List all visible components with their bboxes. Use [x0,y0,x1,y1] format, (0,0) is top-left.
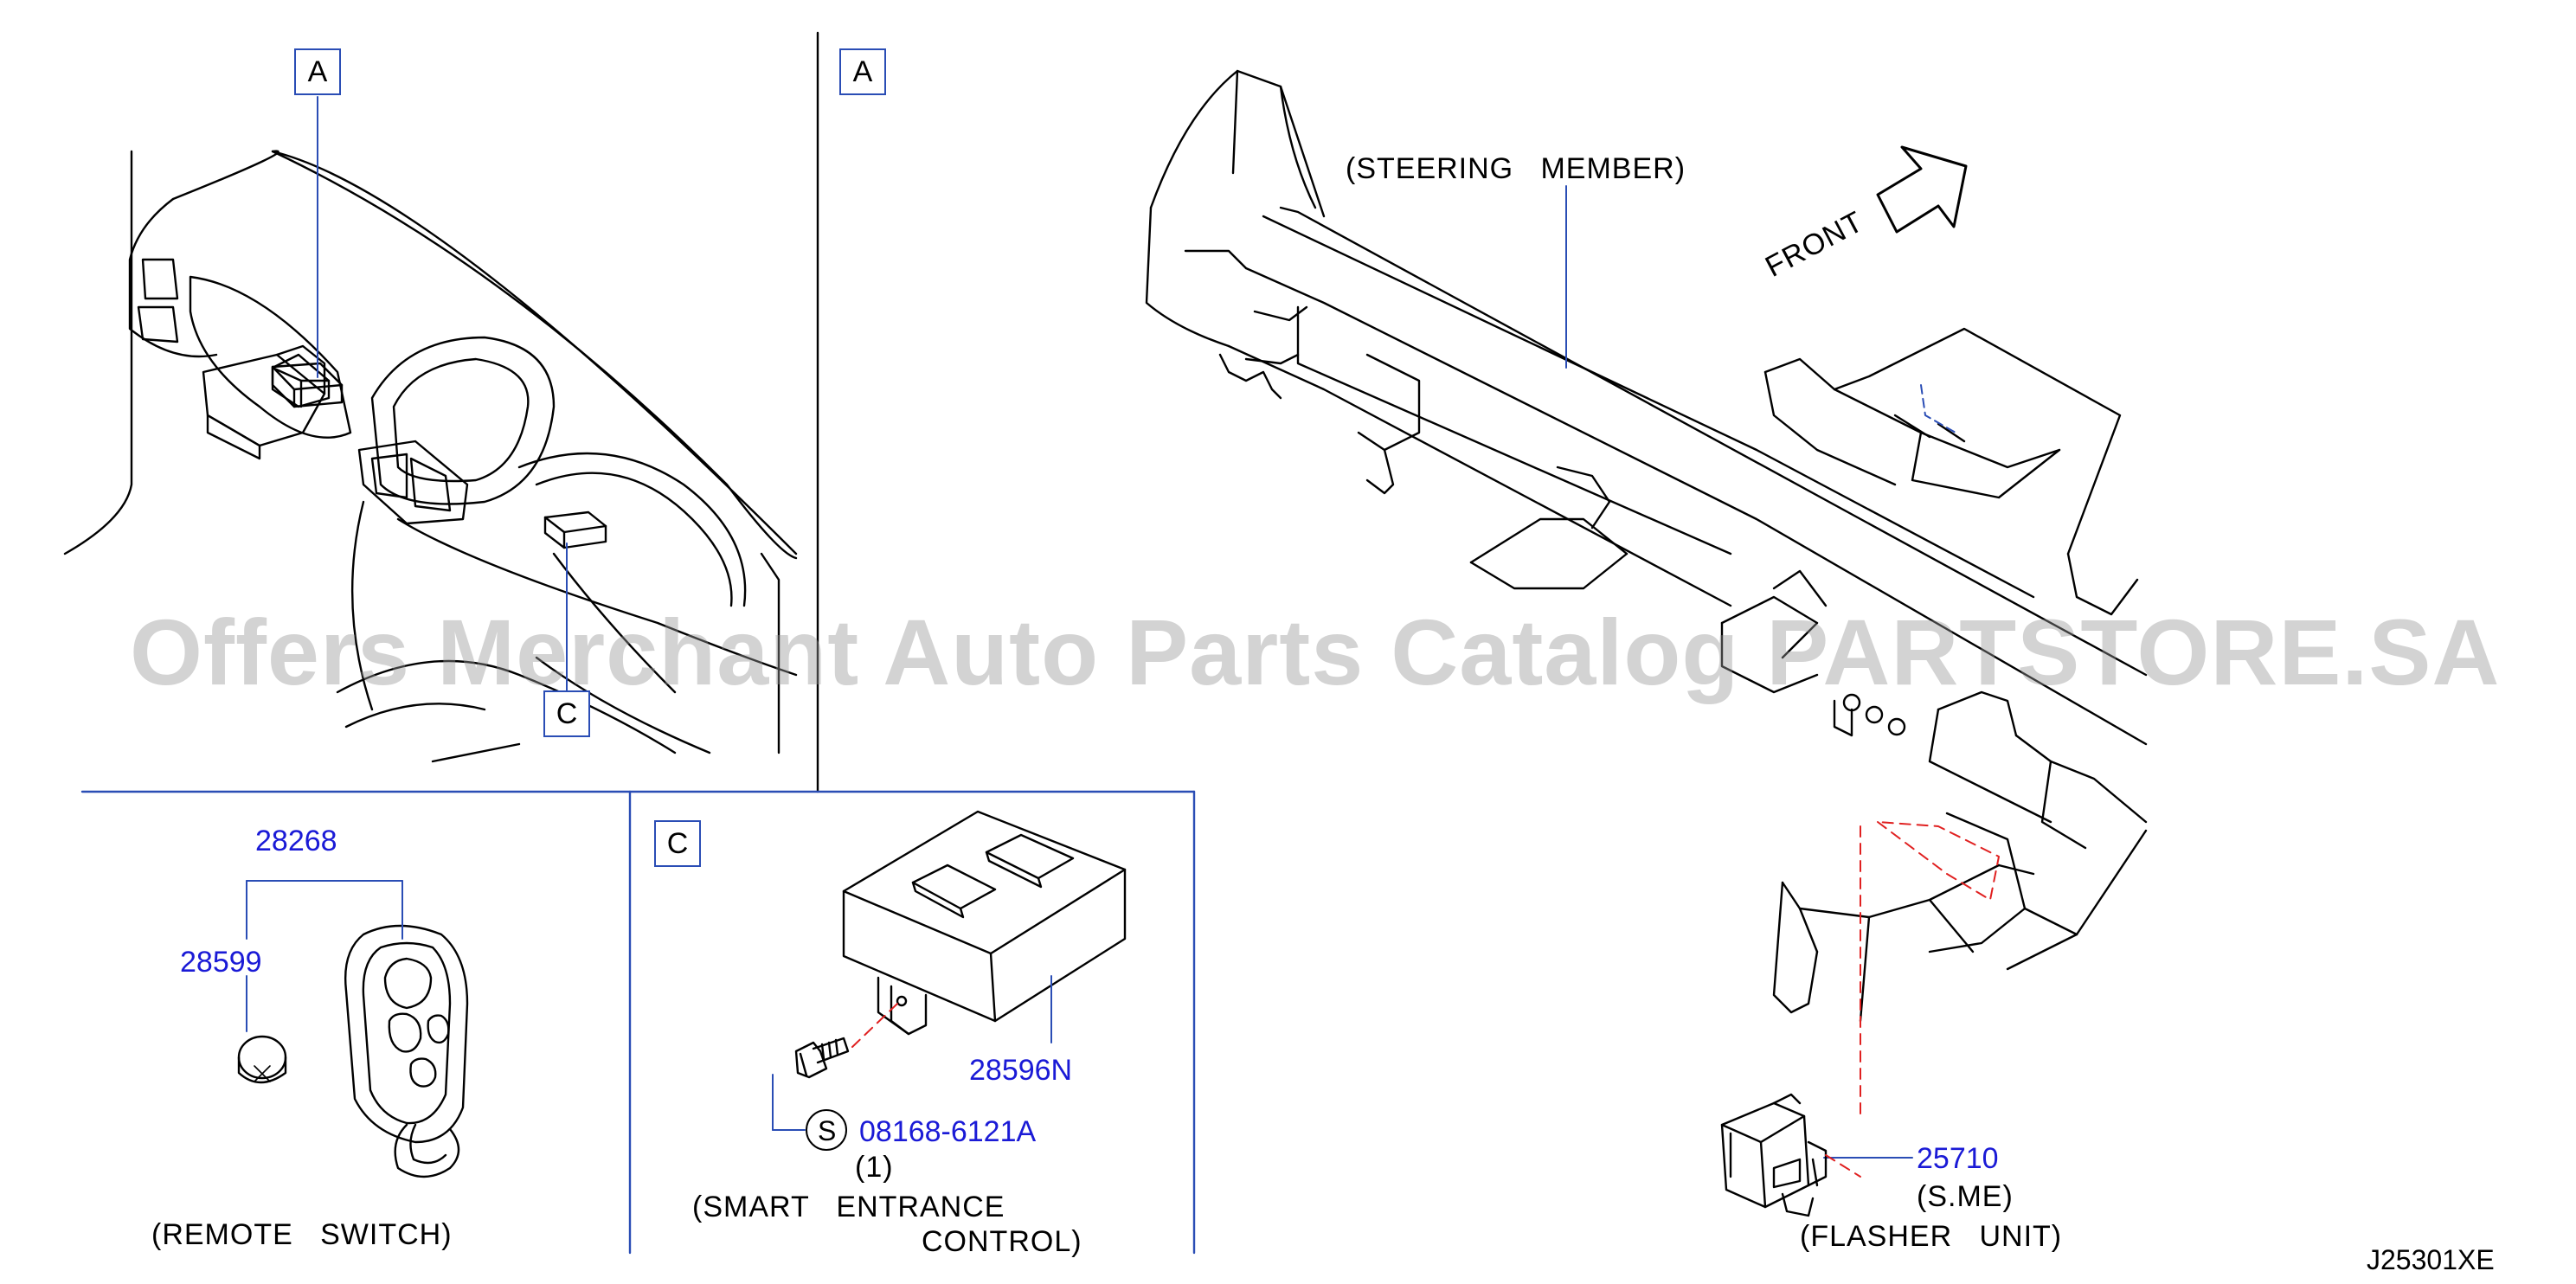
smart-entrance-leaders [772,975,1052,1131]
remote-switch-drawing [237,924,469,1178]
smart-entrance-label-line1: (SMART ENTRANCE [692,1191,1005,1223]
front-arrow-icon [1876,145,1968,234]
dashboard-leaders [317,96,568,691]
smart-entrance-label-line2: CONTROL) [922,1225,1082,1258]
steering-member-drawing [1145,69,2148,1023]
callout-a-steering[interactable]: A [839,48,886,95]
bolt-quantity-label: (1) [855,1151,894,1184]
flasher-hidden-lines [1825,821,2000,1178]
part-number-25710[interactable]: 25710 [1917,1142,1999,1175]
diagram-code: J25301XE [2367,1244,2495,1275]
callout-a-dashboard[interactable]: A [294,48,341,95]
part-number-08168-6121a[interactable]: 08168-6121A [859,1115,1037,1148]
smart-entrance-module-drawing [794,810,1127,1079]
bolt-symbol-circle [806,1109,847,1151]
bolt-symbol-letter: S [818,1115,837,1146]
steering-member-leader [1565,185,1913,1159]
smart-entrance-hidden-lines [851,1003,898,1048]
callout-c-smart-entrance[interactable]: C [654,820,701,867]
callout-c-dashboard[interactable]: C [543,690,590,737]
remote-switch-label: (REMOTE SWITCH) [151,1218,453,1251]
part-number-28596n[interactable]: 28596N [969,1054,1073,1087]
flasher-suffix-label: (S.ME) [1917,1180,2014,1213]
part-number-28268[interactable]: 28268 [255,825,337,857]
member-bracket-hidden-lines [1920,384,1956,433]
flasher-unit-drawing [1720,1093,1828,1217]
watermark-text: Offers Merchant Auto Parts Catalog PARTS… [130,600,2501,704]
part-number-28599[interactable]: 28599 [180,946,262,979]
steering-member-label: (STEERING MEMBER) [1346,152,1686,185]
flasher-unit-label: (FLASHER UNIT) [1800,1220,2063,1253]
dashboard-drawing [63,150,798,763]
remote-switch-leaders [246,880,403,1032]
